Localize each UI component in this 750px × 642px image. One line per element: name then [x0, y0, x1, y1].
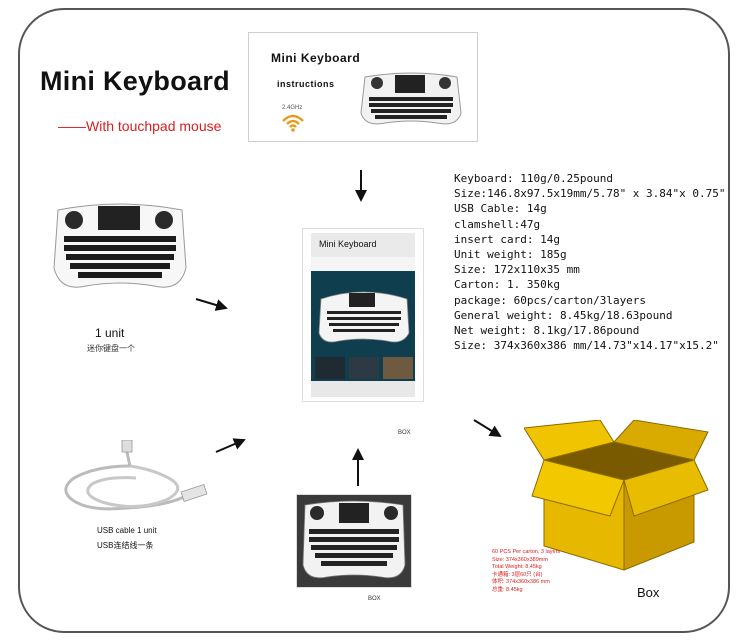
carton-box-image: [524, 420, 709, 571]
spec-line: Carton: 1. 350kg: [454, 278, 560, 292]
clamshell-keyboard-art: [297, 495, 411, 587]
spec-line: Size: 374x360x386 mm/14.73"x14.17"x15.2": [454, 339, 719, 353]
clamshell-box-label: BOX: [368, 596, 381, 602]
usb-label-cn: USB连结线一条: [97, 541, 154, 550]
page-title: Mini Keyboard: [40, 66, 230, 96]
product-box-title: Mini Keyboard: [319, 239, 377, 249]
specs-list: Keyboard: 110g/0.25pound Size:146.8x97.5…: [454, 171, 726, 353]
unit-label-cn: 迷你键盘一个: [87, 344, 135, 353]
instructions-subtitle: instructions: [277, 79, 335, 89]
spec-line: USB Cable: 14g: [454, 202, 547, 216]
carton-info-line: 体积: 374x360x386 mm: [492, 579, 550, 586]
keyboard-icon: [360, 72, 462, 125]
spec-line: package: 60pcs/carton/3layers: [454, 293, 647, 307]
usb-cable-image: [64, 440, 208, 511]
spec-line: Size:146.8x97.5x19mm/5.78" x 3.84"x 0.75…: [454, 187, 726, 201]
instructions-card: Mini Keyboard instructions 2.4GHz: [248, 32, 478, 142]
carton-info-line: 卡通箱: 3层60只 (台): [492, 571, 543, 578]
carton-info-line: Size: 374x360x389mm: [492, 556, 548, 563]
instructions-title: Mini Keyboard: [271, 51, 361, 65]
carton-info: 60 PCS Per carton, 3 layers Size: 374x36…: [492, 549, 560, 595]
usb-label: USB cable 1 unit: [97, 526, 157, 535]
spec-line: General weight: 8.45kg/18.63pound: [454, 308, 673, 322]
spec-line: clamshell:47g: [454, 217, 541, 231]
spec-line: Size: 172x110x35 mm: [454, 263, 580, 277]
page-subtitle: ——With touchpad mouse: [58, 118, 222, 134]
spec-line: Unit weight: 185g: [454, 248, 567, 262]
wifi-label: 2.4GHz: [282, 105, 303, 111]
keyboard-unit-image: [53, 203, 187, 288]
carton-info-line: Total Weight: 8.45kg: [492, 564, 542, 571]
product-box-image: Mini Keyboard: [302, 228, 424, 402]
unit-label: 1 unit: [95, 326, 125, 340]
spec-line: Keyboard: 110g/0.25pound: [454, 172, 613, 185]
page-frame: [18, 8, 730, 633]
box-label: Box: [637, 585, 660, 600]
spec-line: insert card: 14g: [454, 232, 560, 246]
clamshell-keyboard-image: [296, 494, 412, 588]
product-box-label: BOX: [398, 430, 411, 436]
carton-info-line: 总重: 8.45kg: [492, 586, 523, 593]
spec-line: Net weight: 8.1kg/17.86pound: [454, 324, 640, 338]
product-box-art: Mini Keyboard: [311, 233, 415, 397]
wifi-icon: [282, 114, 304, 132]
carton-info-line: 60 PCS Per carton, 3 layers: [492, 549, 561, 555]
